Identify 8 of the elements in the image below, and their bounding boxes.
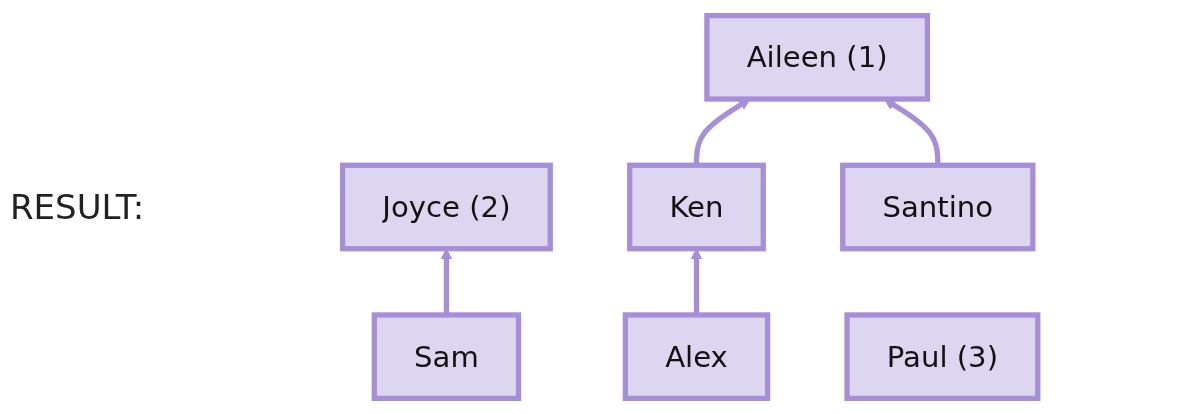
node-box: Sam [371,312,522,402]
node-box: Santino [840,162,1036,252]
node-box: Aileen (1) [704,12,931,102]
result-label: RESULT: [10,187,146,227]
node-box: Paul (3) [844,312,1041,402]
node-box: Alex [623,312,771,402]
node-box: Joyce (2) [340,162,554,252]
node-box: Ken [627,162,767,252]
